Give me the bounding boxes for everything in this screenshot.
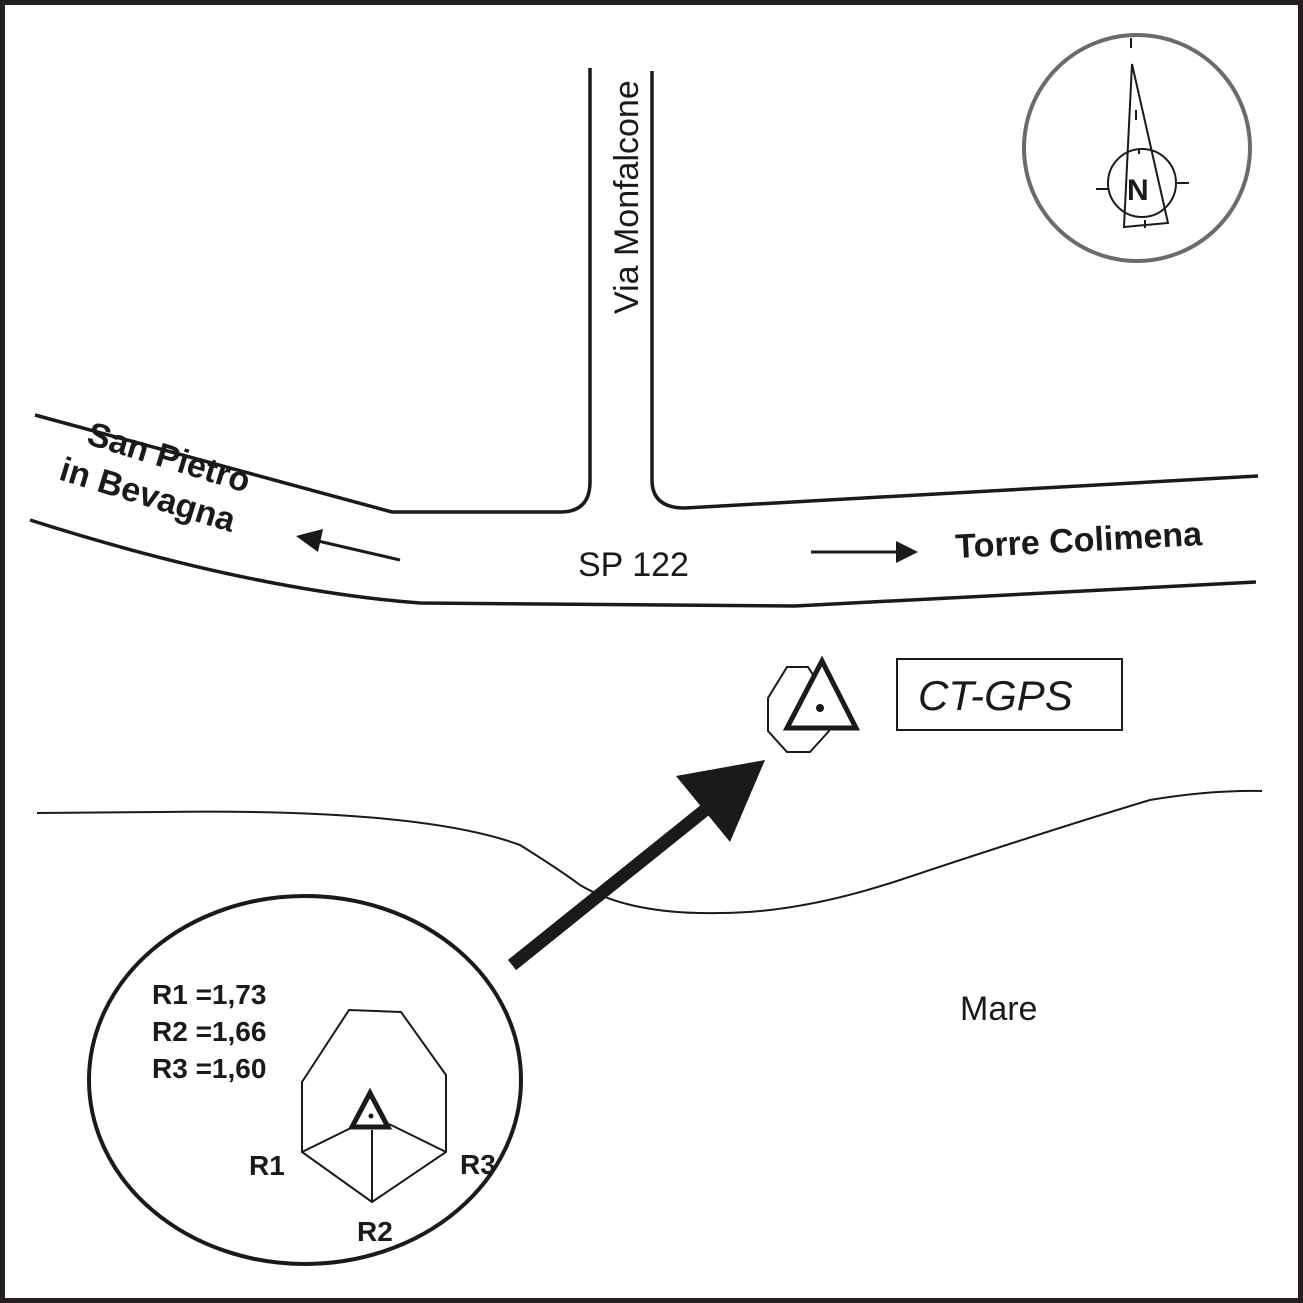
pointer-arrow-icon [507, 760, 765, 971]
inset-detail: R1 =1,73 R2 =1,66 R3 =1,60 R1 R2 R3 [87, 894, 523, 1266]
station-label: CT-GPS [918, 672, 1073, 719]
measurement-r3: R3 =1,60 [152, 1053, 266, 1084]
west-arrow-icon [296, 529, 401, 562]
side-road [34, 68, 1259, 514]
ref-label-r1: R1 [249, 1150, 285, 1181]
coastline [36, 789, 1263, 915]
compass-north-label: N [1127, 174, 1149, 207]
inset-station-icon [347, 1087, 393, 1130]
north-compass-icon: N [1022, 33, 1252, 263]
side-road-west-edge [34, 68, 592, 514]
ref-label-r2: R2 [357, 1216, 393, 1247]
main-road-label: SP 122 [578, 546, 689, 584]
measurement-r2: R2 =1,66 [152, 1016, 266, 1047]
east-arrow-icon [811, 541, 918, 563]
side-road-label: Via Monfalcone [608, 80, 646, 314]
measurement-r1: R1 =1,73 [152, 979, 266, 1010]
side-road-east-edge [650, 71, 1259, 510]
station-marker-icon [767, 655, 861, 753]
station-label-box [896, 658, 1123, 731]
ref-label-r3: R3 [460, 1149, 496, 1180]
sea-label: Mare [960, 990, 1037, 1028]
main-road-south-edge [29, 518, 1257, 608]
